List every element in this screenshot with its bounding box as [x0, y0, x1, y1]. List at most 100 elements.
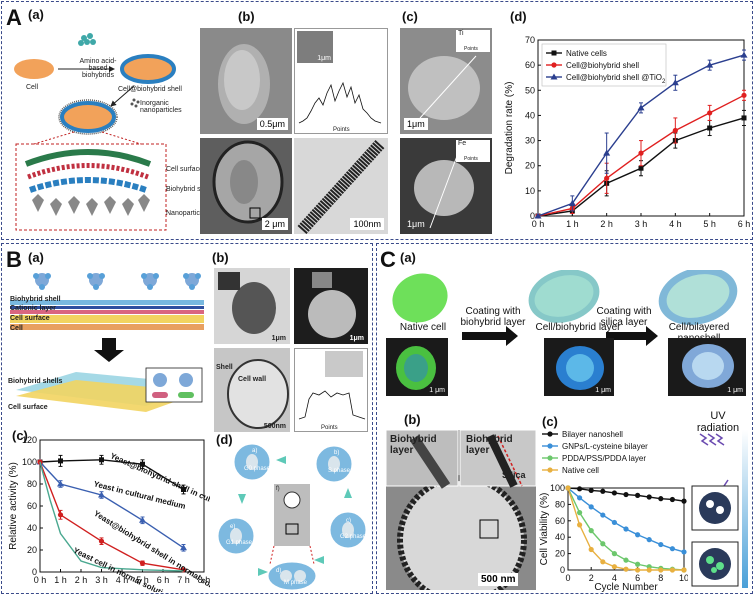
- uv-illustration: [691, 430, 748, 588]
- b-surface-label: Cell surface: [8, 404, 48, 411]
- scale-bar-a-b2: 2 μm: [261, 218, 288, 230]
- data-point: [669, 567, 675, 573]
- data-point: [669, 496, 675, 503]
- phase-s: S phase: [328, 468, 351, 474]
- data-point: [577, 510, 583, 516]
- data-point: [635, 561, 641, 567]
- data-point: [623, 526, 629, 532]
- data-point: [139, 560, 146, 566]
- data-point: [611, 551, 617, 557]
- x-tick-label: 0: [565, 573, 570, 583]
- data-point: [646, 494, 652, 500]
- x-axis-label: Cycle Number: [594, 582, 658, 592]
- data-point: [635, 492, 641, 498]
- panel-b-c-label: (c): [12, 428, 28, 443]
- tag-f: f): [276, 486, 280, 492]
- x-tick-label: 1 h: [54, 575, 67, 585]
- legend-marker: [551, 62, 557, 68]
- y-tick-label: 20: [555, 549, 565, 559]
- phase-m: M phase: [284, 580, 308, 586]
- data-point: [672, 127, 678, 134]
- panel-b-letter: B: [6, 247, 22, 272]
- data-point: [600, 512, 606, 518]
- data-point: [741, 115, 747, 121]
- data-point: [611, 490, 617, 496]
- down-arrow: [94, 338, 124, 362]
- biolayer-label: Cell/biohybrid layer: [535, 322, 621, 333]
- panel-a-d-label: (d): [510, 9, 527, 24]
- phase-g0: G0 phase: [244, 466, 271, 472]
- data-point: [603, 149, 611, 156]
- coated-cell-shape: [60, 101, 116, 133]
- data-point: [577, 495, 583, 501]
- legend-label: Native cells: [566, 49, 607, 58]
- data-point: [588, 487, 594, 494]
- native-cell-label: Native cell: [399, 322, 447, 333]
- x-tick-label: 4 h: [116, 575, 129, 585]
- panel-c-c-label: (c): [542, 414, 558, 429]
- series-annotation: Yeast@biohybrid shell in normal solution: [92, 509, 210, 592]
- data-point: [646, 537, 652, 543]
- panel-b: [1, 243, 373, 594]
- data-point: [681, 549, 687, 555]
- panel-b-b-label: (b): [212, 250, 229, 265]
- data-point: [658, 567, 664, 573]
- tem-cell-image: 2 μm: [200, 138, 292, 234]
- y-tick-label: 20: [27, 545, 37, 555]
- data-point: [588, 546, 594, 553]
- tag-b: b): [334, 450, 340, 456]
- x-tick-label: 2 h: [75, 575, 88, 585]
- data-point: [140, 461, 145, 467]
- y-tick-label: 0: [560, 565, 565, 575]
- panel-a-schematic: [14, 33, 176, 231]
- x-tick-label: 2: [589, 573, 594, 583]
- data-point: [600, 488, 606, 494]
- y-tick-label: 100: [550, 483, 565, 493]
- y-tick-label: 30: [525, 136, 535, 146]
- y-tick-label: 60: [555, 516, 565, 526]
- sem-tio2-image: Ti Points 1μm: [400, 28, 492, 134]
- panel-c-schematic: [392, 270, 738, 346]
- inorganic-label: Inorganic nanoparticles: [140, 100, 182, 114]
- legend-box: [541, 43, 667, 87]
- data-point: [58, 458, 63, 464]
- data-point: [637, 104, 645, 111]
- ti-inset: Ti Points: [456, 30, 490, 52]
- y-tick-label: 40: [555, 532, 565, 542]
- data-point: [99, 457, 104, 463]
- data-point: [139, 516, 146, 523]
- b-layer-biohybrid: Biohybrid shell: [10, 296, 61, 303]
- data-point: [534, 212, 542, 219]
- data-point: [588, 504, 594, 510]
- b-sem-image: 1μm: [214, 268, 290, 344]
- fe-map-image: Fe Points 1μm: [400, 138, 492, 234]
- panel-c-a-label: (a): [400, 250, 416, 265]
- panel-c-letter: C: [380, 247, 396, 272]
- y-tick-label: 60: [525, 60, 535, 70]
- legend-label: Native cell: [562, 466, 599, 475]
- y-axis-label: Degradation rate (%): [504, 82, 515, 175]
- x-tick-label: 1 h: [566, 219, 579, 229]
- y-axis-label: Relative activity (%): [8, 462, 19, 550]
- x-tick-label: 4 h: [669, 219, 682, 229]
- native-cell-shape: [392, 273, 448, 323]
- data-point: [611, 564, 617, 570]
- data-point: [740, 51, 748, 58]
- c-biolayer-fluor: 1 μm: [544, 338, 614, 396]
- scale-bar-a-c2: 1μm: [407, 219, 425, 229]
- y-tick-label: 40: [525, 110, 535, 120]
- panel-c: [376, 243, 753, 594]
- b-layer-cell: Cell: [10, 325, 23, 332]
- x-tick-label: 8: [658, 573, 663, 583]
- x-tick-label: 0 h: [34, 575, 47, 585]
- panel-a-a-label: (a): [28, 7, 44, 22]
- data-point: [658, 541, 664, 548]
- data-point: [604, 175, 610, 181]
- x-tick-label: 3 h: [95, 575, 108, 585]
- data-point: [623, 566, 629, 572]
- b-layer-cationic: Cationic layer: [10, 305, 56, 312]
- b-tem-image: 1μm: [294, 268, 368, 344]
